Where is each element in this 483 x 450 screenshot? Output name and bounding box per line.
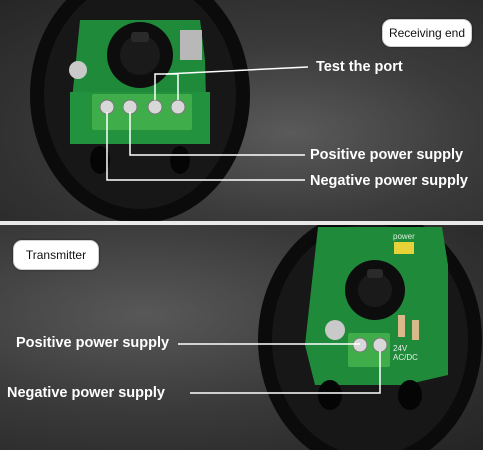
transmitter-tag: Transmitter xyxy=(13,240,99,270)
board-voltage-text: 24V xyxy=(393,344,408,353)
transmitter-photo-panel: power 24V AC/DC xyxy=(0,225,483,450)
transmitter-callout-lines xyxy=(178,343,381,394)
receiver-negative-label: Negative power supply xyxy=(310,173,468,189)
board-power-text: power xyxy=(393,232,415,241)
receiver-positive-label: Positive power supply xyxy=(310,147,464,163)
transmitter-tag-text: Transmitter xyxy=(25,248,87,262)
receiver-relay xyxy=(180,30,202,60)
receiver-photo-panel: Receiving end Test the port Positive pow… xyxy=(0,0,483,222)
receiver-terminal-block xyxy=(92,94,192,130)
board-acdc-text: AC/DC xyxy=(393,353,418,362)
receiving-end-tag-text: Receiving end xyxy=(388,26,466,40)
transmitter-positive-label: Positive power supply xyxy=(16,335,170,351)
receiver-device xyxy=(30,0,309,222)
transmitter-device: power 24V AC/DC xyxy=(178,225,482,450)
test-port-label: Test the port xyxy=(316,59,403,75)
receiver-callout-lines xyxy=(106,66,309,181)
receiving-end-tag: Receiving end xyxy=(382,19,472,47)
transmitter-negative-label: Negative power supply xyxy=(7,385,165,401)
panel-divider xyxy=(0,221,483,226)
